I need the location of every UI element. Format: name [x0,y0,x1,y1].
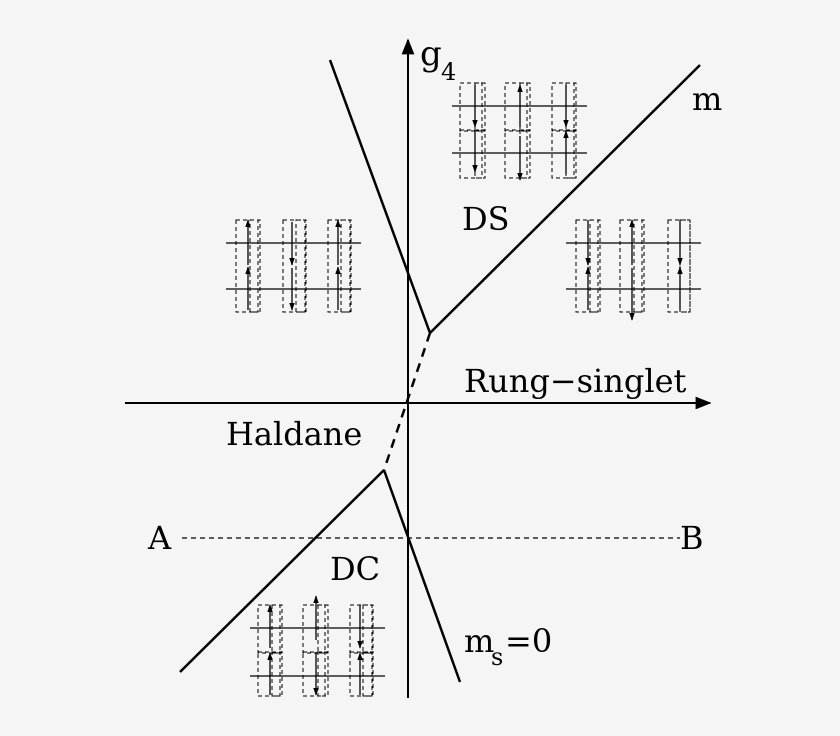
boundary-lower-right [382,469,462,683]
dashed-box [327,219,351,313]
dashed-box [551,82,575,132]
dashed-box [249,219,261,313]
dashed-box [340,219,352,313]
dashed-box [474,82,486,132]
dashed-box [519,129,531,179]
dashed-box [679,219,691,313]
line-label-bottom-sub: s [491,643,503,671]
dashed-box [474,129,486,179]
dashed-box [519,82,531,132]
boundary-dashed [382,332,432,471]
dashed-box [362,604,374,654]
dashed-box [619,219,643,313]
dashed-box [257,604,281,654]
dashed-box [667,219,691,313]
dashed-box [282,219,306,313]
x-axis-label: Rung−singlet [464,362,687,400]
dashed-box [295,219,307,313]
line-label-top: m [692,80,722,118]
line-label-bottom-tail: =0 [505,622,552,660]
dashed-box [257,651,281,697]
dashed-box [551,129,575,179]
dashed-box [271,651,283,697]
dashed-box [317,651,329,697]
boundary-lower-left [179,469,385,673]
dashed-box [575,219,599,313]
y-axis-label-sub: 4 [441,58,456,86]
dashed-box [349,604,373,654]
dashed-box [504,82,528,132]
point-a-label: A [147,519,172,557]
dashed-box [589,219,601,313]
dashed-box [271,604,283,654]
boundary-upper-right [429,64,701,334]
phase-label-ds: DS [462,200,510,238]
dashed-box [302,604,326,654]
dashed-box [362,651,374,697]
dashed-box [504,129,528,179]
dashed-box [459,129,483,179]
phase-label-haldane: Haldane [226,415,362,453]
point-b-label: B [680,519,704,557]
dashed-box [317,604,329,654]
ladder-icon-right [566,219,701,321]
y-axis-label: g [420,34,442,74]
dashed-box [302,651,326,697]
boundary-upper-left [328,59,432,334]
ladder-icon-dc [250,595,385,697]
dashed-box [235,219,259,313]
ladder-icon-left [226,219,361,313]
line-label-bottom: m [464,622,494,660]
ladder-icon-ds [452,82,587,181]
dashed-box [349,651,373,697]
dashed-box [459,82,483,132]
dashed-box [633,219,645,313]
phase-label-dc: DC [330,550,380,588]
